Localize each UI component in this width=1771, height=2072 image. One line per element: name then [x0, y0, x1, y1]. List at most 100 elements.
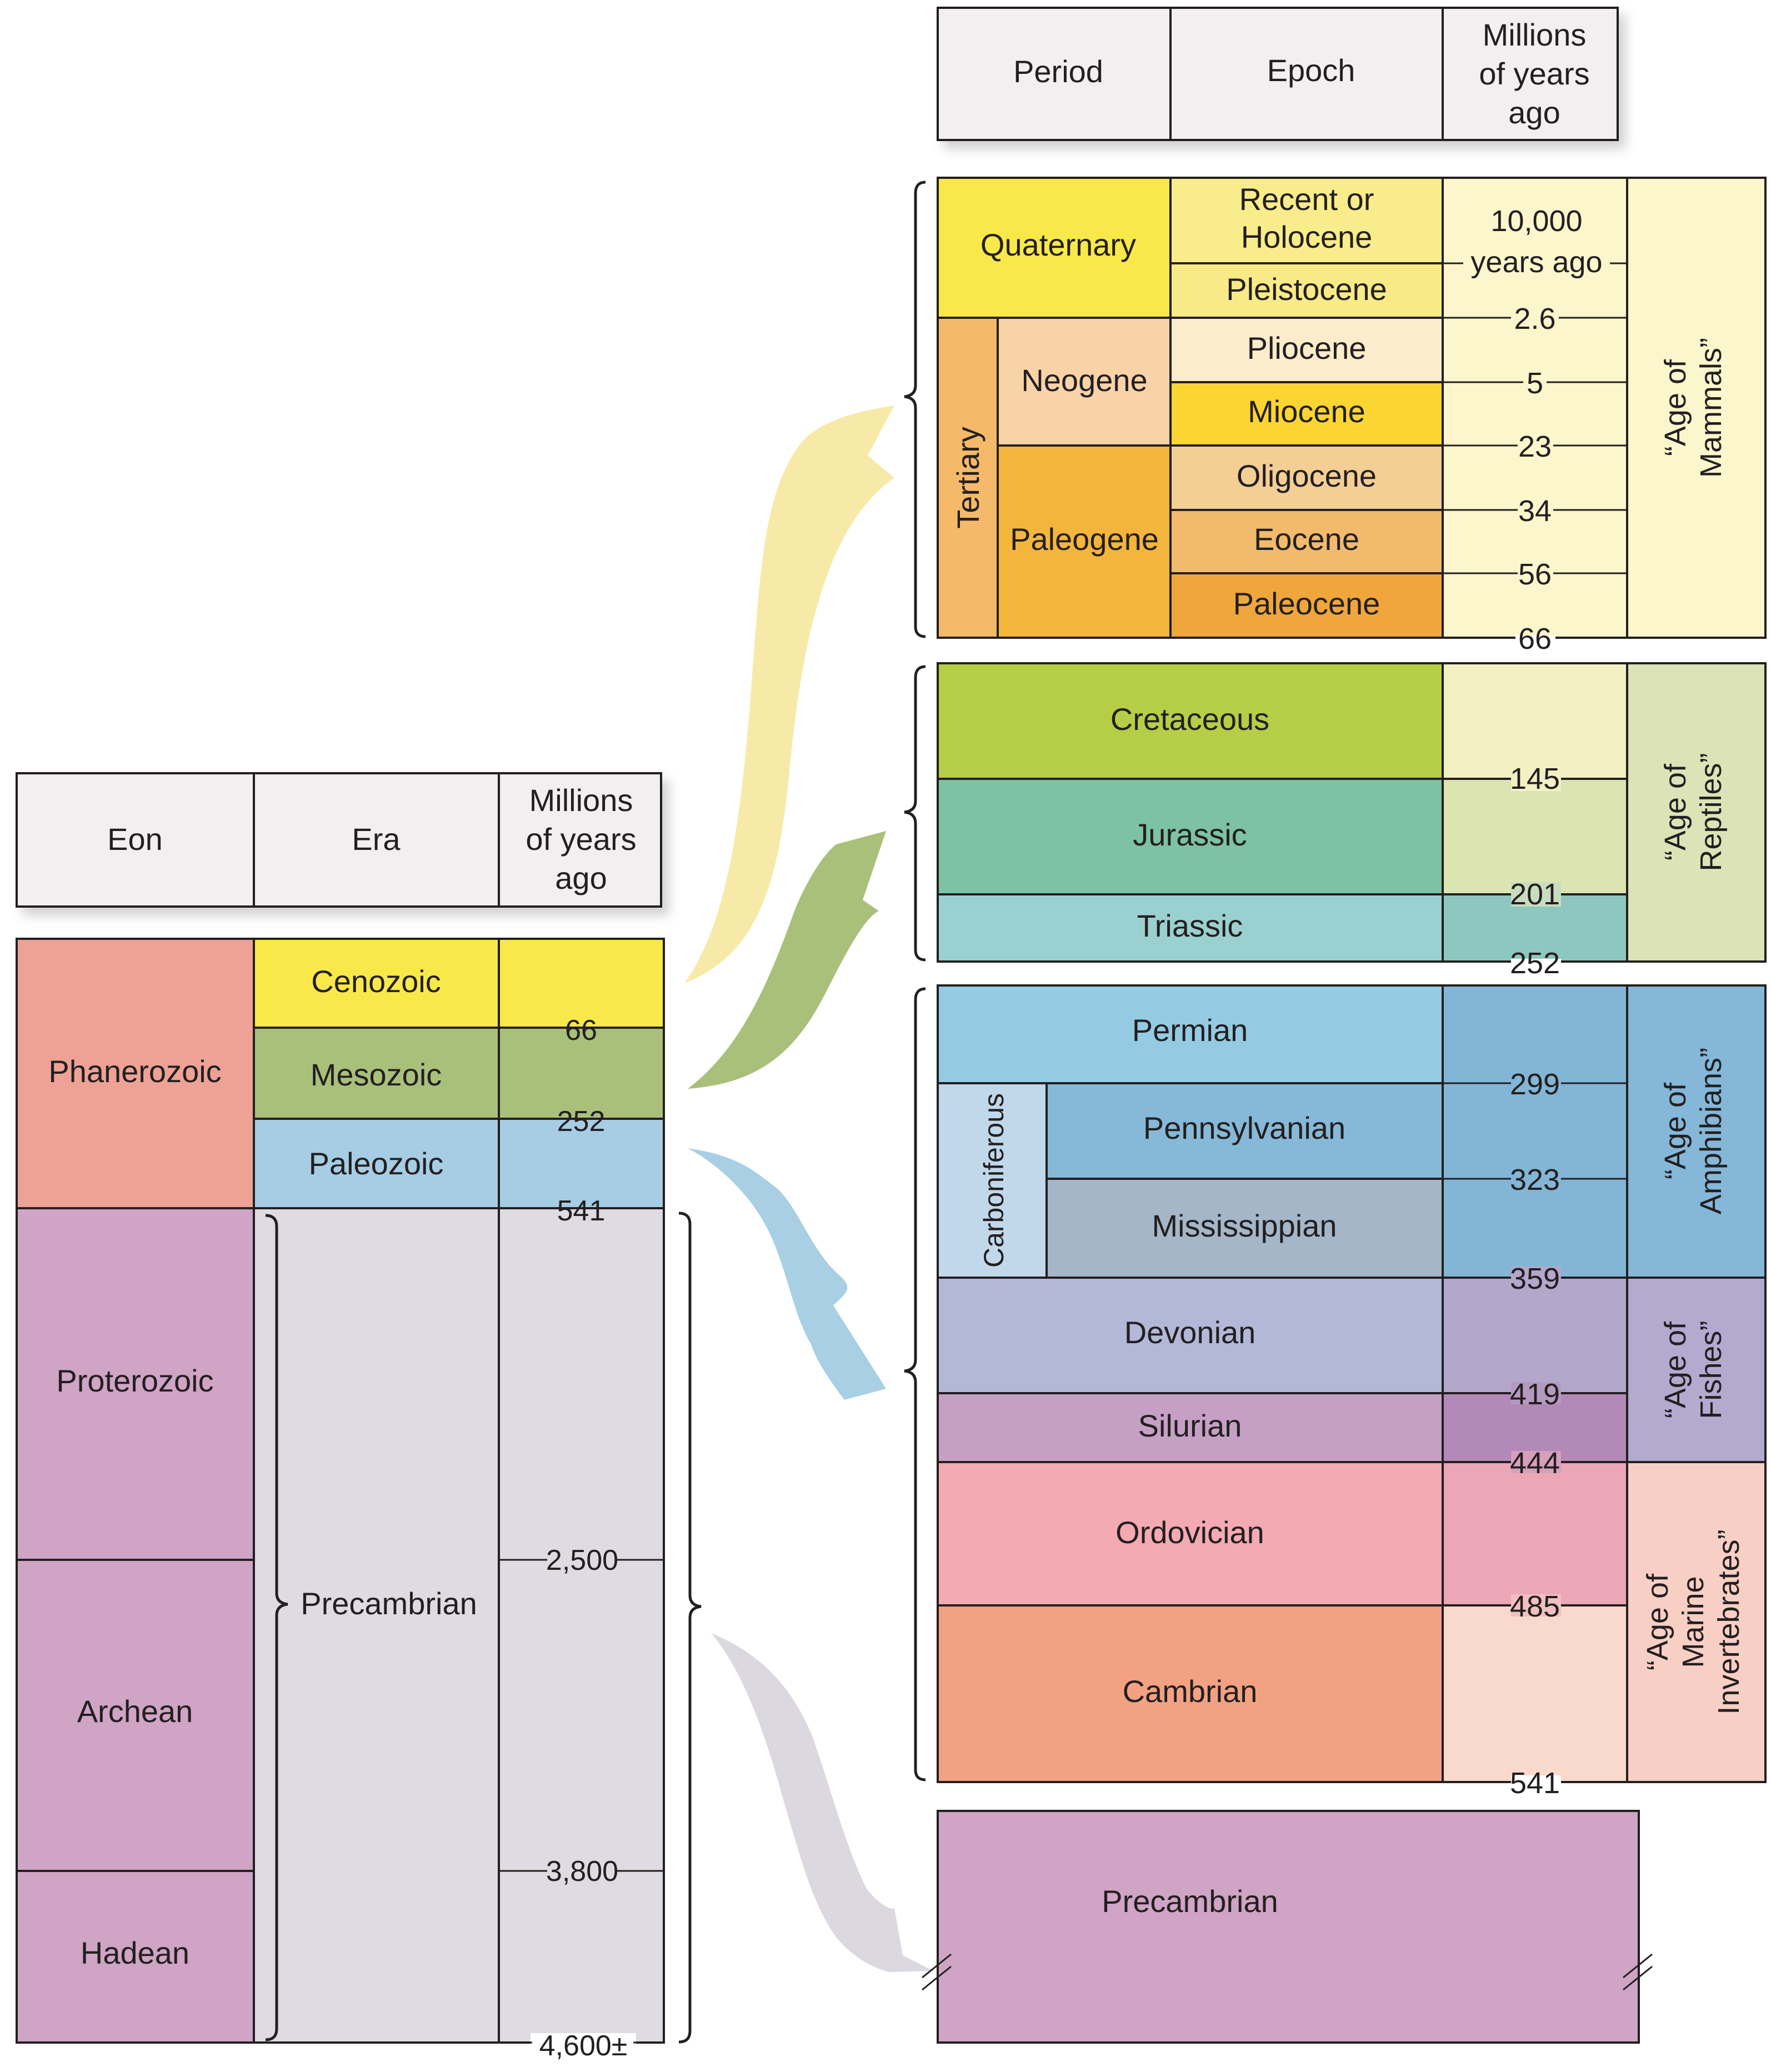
era-cenozoic	[253, 938, 665, 1029]
age-of-reptiles-1: “Age of	[1659, 763, 1692, 860]
boundary-2500: 2,500	[546, 1544, 618, 1576]
date-34: 34	[1518, 494, 1552, 528]
period-pennsylvanian	[1045, 1082, 1444, 1180]
epoch-miocene	[1169, 381, 1444, 447]
header-mya-2: of years	[1479, 56, 1589, 91]
cenozoic-brace	[904, 181, 926, 638]
age-of-marine-invertebrates-3: Invertebrates”	[1712, 1529, 1745, 1714]
period-cretaceous-label: Cretaceous	[1110, 702, 1269, 737]
epoch-holocene	[1169, 177, 1444, 264]
period-tertiary	[937, 317, 999, 639]
boundary-252: 252	[557, 1105, 606, 1138]
period-mississippian-label: Mississippian	[1152, 1208, 1337, 1243]
date-323: 323	[1510, 1163, 1560, 1197]
age-of-amphibians-cell	[1626, 984, 1767, 1279]
age-of-fishes-2: Fishes”	[1694, 1320, 1728, 1419]
break-mark-left	[922, 1953, 952, 1991]
dates-jurassic	[1442, 778, 1628, 895]
left-body: Phanerozoic Proterozoic Archean Hadean C…	[16, 938, 702, 2066]
date-66: 66	[1518, 622, 1552, 655]
dates-silurian	[1442, 1392, 1628, 1463]
epoch-paleocene-label: Paleocene	[1233, 586, 1380, 621]
dates-column	[1442, 177, 1628, 639]
precambrian-block: Precambrian	[922, 1810, 1653, 2044]
period-permian	[937, 984, 1444, 1084]
header-mya-3: ago	[555, 860, 607, 895]
era-precambrian	[253, 1207, 665, 2044]
era-paleozoic-label: Paleozoic	[309, 1146, 444, 1181]
epoch-pliocene-label: Pliocene	[1247, 331, 1367, 366]
era-mesozoic	[253, 1027, 665, 1120]
epoch-oligocene	[1169, 444, 1444, 511]
age-of-amphibians-2: Amphibians”	[1694, 1048, 1728, 1214]
header-period: Period	[1013, 54, 1103, 89]
period-jurassic-label: Jurassic	[1133, 817, 1247, 852]
age-of-marine-invertebrates-cell	[1626, 1461, 1767, 1783]
period-ordovician	[937, 1461, 1444, 1606]
arrow-mesozoic	[688, 831, 886, 1089]
boundary-66: 66	[565, 1014, 597, 1047]
period-paleogene-label: Paleogene	[1010, 522, 1159, 557]
date-299: 299	[1510, 1068, 1560, 1101]
dates-cambrian	[1442, 1604, 1628, 1783]
date-444: 444	[1510, 1447, 1560, 1480]
mesozoic-block: Cretaceous Jurassic Triassic 145 201 252…	[904, 662, 1767, 980]
date-years-ago: years ago	[1470, 246, 1602, 279]
date-5: 5	[1527, 367, 1543, 400]
eon-proterozoic-label: Proterozoic	[56, 1363, 213, 1398]
boundary-541: 541	[557, 1195, 606, 1227]
mesozoic-brace	[904, 665, 926, 962]
age-of-fishes-cell	[1626, 1277, 1767, 1463]
header-mya-2: of years	[526, 822, 636, 857]
period-pennsylvanian-label: Pennsylvanian	[1143, 1110, 1345, 1145]
header-epoch: Epoch	[1267, 53, 1355, 88]
eon-archean-label: Archean	[77, 1694, 193, 1729]
left-boundary-labels: 66 252 541 2,500 3,800 4,600±	[499, 1014, 664, 2066]
date-252: 252	[1510, 947, 1560, 980]
age-of-amphibians-1: “Age of	[1659, 1082, 1692, 1179]
precambrian-era-brace	[265, 1214, 288, 2041]
arrow-precambrian	[711, 1633, 933, 1972]
right-header: Period Epoch Millions of years ago	[937, 7, 1619, 141]
period-cretaceous	[937, 662, 1444, 780]
age-of-reptiles-cell	[1626, 662, 1767, 963]
epoch-paleocene	[1169, 572, 1444, 639]
period-triassic	[937, 893, 1444, 963]
header-mya-3: ago	[1508, 95, 1560, 130]
period-quaternary	[937, 177, 1172, 319]
epoch-eocene-label: Eocene	[1254, 522, 1359, 557]
epoch-holocene-label-1: Recent or	[1239, 182, 1374, 217]
dates-cretaceous	[1442, 662, 1628, 780]
period-devonian-label: Devonian	[1124, 1315, 1256, 1350]
paleozoic-brace	[904, 987, 926, 1781]
epoch-holocene-label-2: Holocene	[1241, 219, 1373, 254]
arrows	[684, 406, 933, 1972]
date-541: 541	[1510, 1766, 1560, 1800]
date-145: 145	[1510, 762, 1560, 795]
boundary-3800: 3,800	[546, 1855, 618, 1888]
cenozoic-block: Quaternary Tertiary Neogene Paleogene Re…	[904, 177, 1767, 655]
date-419: 419	[1510, 1378, 1560, 1411]
period-ordovician-label: Ordovician	[1115, 1515, 1264, 1550]
period-paleogene	[997, 444, 1172, 639]
period-silurian-label: Silurian	[1138, 1408, 1242, 1443]
age-of-reptiles-2: Reptiles”	[1694, 753, 1728, 871]
precambrian-box	[937, 1810, 1640, 2044]
header-eon: Eon	[107, 822, 163, 857]
age-of-mammals-2: Mammals”	[1694, 338, 1728, 478]
period-triassic-label: Triassic	[1137, 908, 1243, 943]
epoch-pleistocene-label: Pleistocene	[1226, 272, 1387, 307]
dates-ordovician	[1442, 1461, 1628, 1606]
dates-amphibians	[1442, 984, 1628, 1279]
period-permian-label: Permian	[1132, 1013, 1248, 1048]
date-10000: 10,000	[1490, 204, 1582, 238]
date-56: 56	[1518, 558, 1552, 591]
period-neogene-label: Neogene	[1021, 363, 1147, 398]
age-of-marine-invertebrates-1: “Age of	[1641, 1573, 1674, 1670]
arrow-cenozoic	[684, 406, 894, 983]
period-devonian	[937, 1277, 1444, 1394]
dates-devonian	[1442, 1277, 1628, 1394]
age-of-marine-invertebrates-2: Marine	[1677, 1576, 1710, 1668]
age-of-fishes-1: “Age of	[1659, 1321, 1692, 1418]
